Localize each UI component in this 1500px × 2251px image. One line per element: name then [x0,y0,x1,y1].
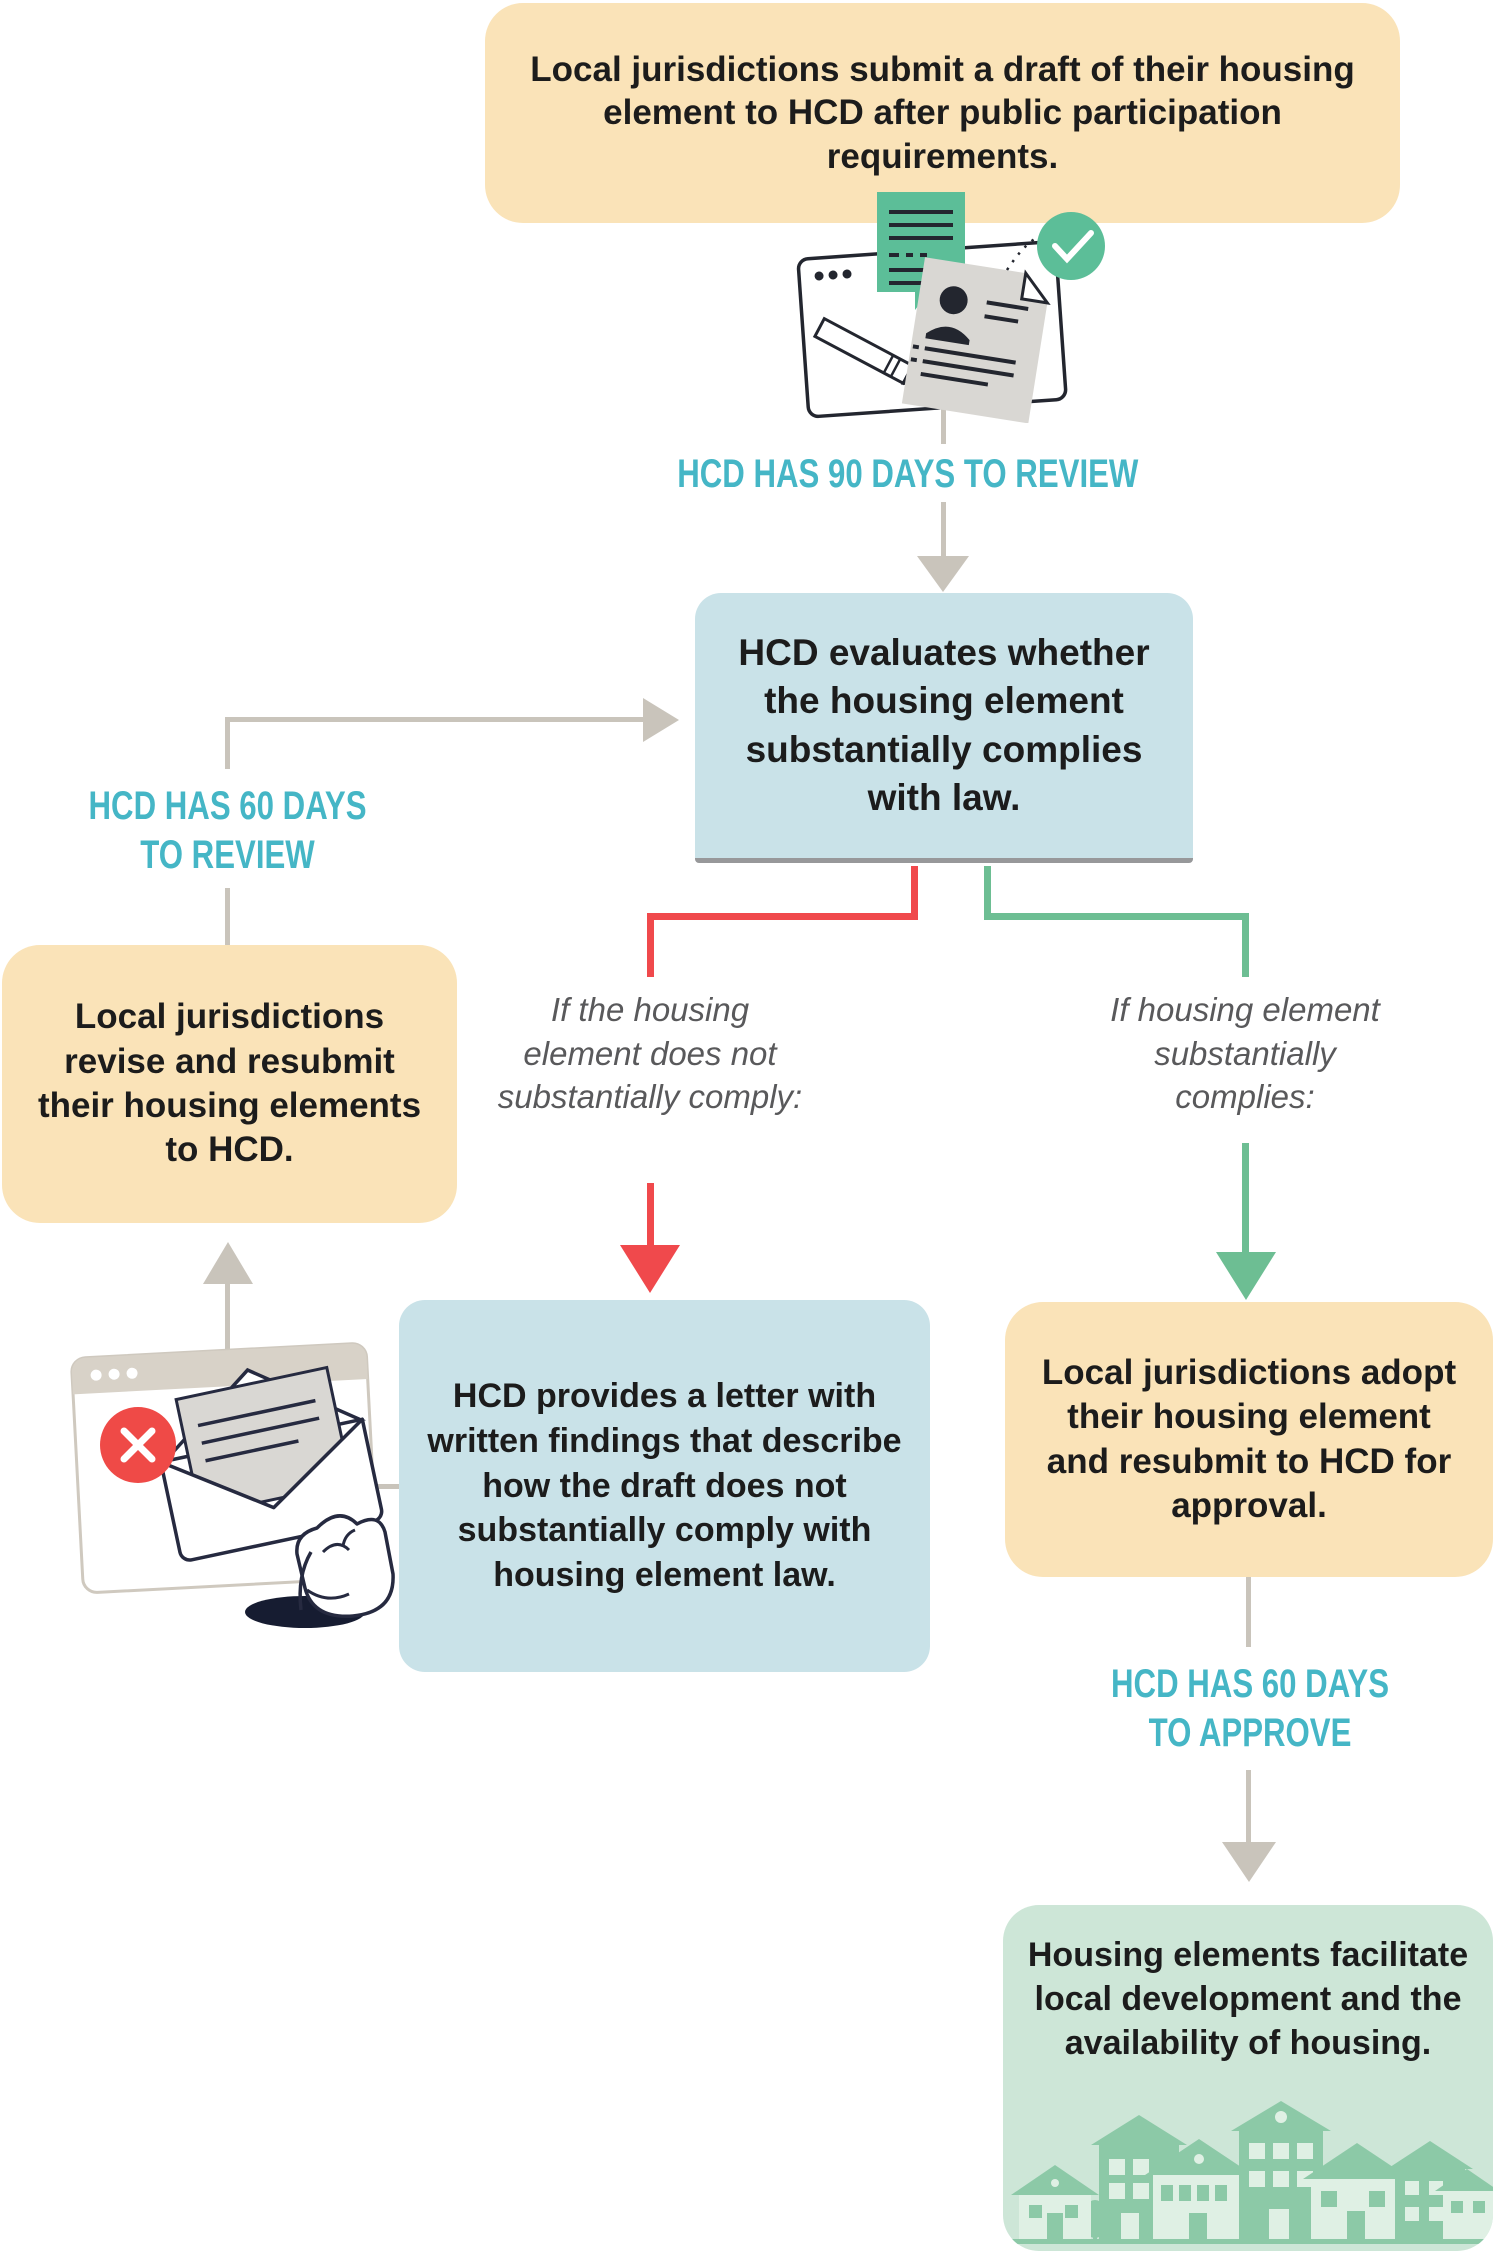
arrowhead-to-outcome [1222,1842,1276,1882]
rejected-letter-icon [55,1290,415,1635]
loop-horizontal-line [225,717,645,722]
arrowhead-loop-to-evaluate [643,698,679,742]
revise-box: Local jurisdictions revise and resubmit … [2,945,457,1223]
adopt-box: Local jurisdictions adopt their housing … [1005,1302,1493,1577]
pass-condition-label: If housing element substantially complie… [1110,991,1380,1116]
loop-vertical-lower [225,888,230,946]
arrowhead-to-adopt [1216,1252,1276,1300]
return-connector-vertical [225,1282,230,1386]
timer-90-days-label: HCD HAS 90 DAYS TO REVIEW [677,452,1139,496]
fail-branch-drop [911,866,918,920]
outcome-box-text: Housing elements facilitate local develo… [1027,1936,1469,2063]
timer-60-review-label: HCD HAS 60 DAYS TO REVIEW [88,784,367,877]
arrowhead-to-revise [203,1242,253,1284]
pass-branch-vertical-lower [1242,1143,1249,1255]
pass-branch-horizontal [984,913,1249,920]
fail-branch-vertical-lower [647,1183,654,1247]
loop-vertical-upper [225,717,230,769]
submit-box: Local jurisdictions submit a draft of th… [485,3,1400,223]
fail-condition-label: If the housing element does not substant… [497,991,803,1116]
pass-branch-drop [984,866,991,920]
arrowhead-to-findings [620,1245,680,1293]
findings-box: HCD provides a letter with written findi… [399,1300,930,1672]
neighborhood-houses-illustration [1003,2083,1493,2251]
submit-box-text: Local jurisdictions submit a draft of th… [530,49,1355,176]
approve-connector-upper [1246,1577,1251,1647]
evaluate-box: HCD evaluates whether the housing elemen… [695,593,1193,863]
document-review-icon [785,188,1105,423]
findings-box-text: HCD provides a letter with written findi… [427,1376,902,1595]
fail-branch-horizontal [647,913,918,920]
approve-connector-lower [1246,1770,1251,1844]
connector-top-lower [941,502,946,558]
fail-branch-vertical-upper [647,913,654,977]
arrowhead-to-evaluate [917,556,969,592]
revise-box-text: Local jurisdictions revise and resubmit … [37,997,422,1170]
timer-60-approve-label: HCD HAS 60 DAYS TO APPROVE [1111,1662,1389,1755]
evaluate-box-text: HCD evaluates whether the housing elemen… [738,632,1150,818]
outcome-box: Housing elements facilitate local develo… [1003,1905,1493,2251]
adopt-box-text: Local jurisdictions adopt their housing … [1041,1352,1457,1525]
connector-top-stem [941,398,946,444]
pass-branch-vertical-upper [1242,913,1249,977]
